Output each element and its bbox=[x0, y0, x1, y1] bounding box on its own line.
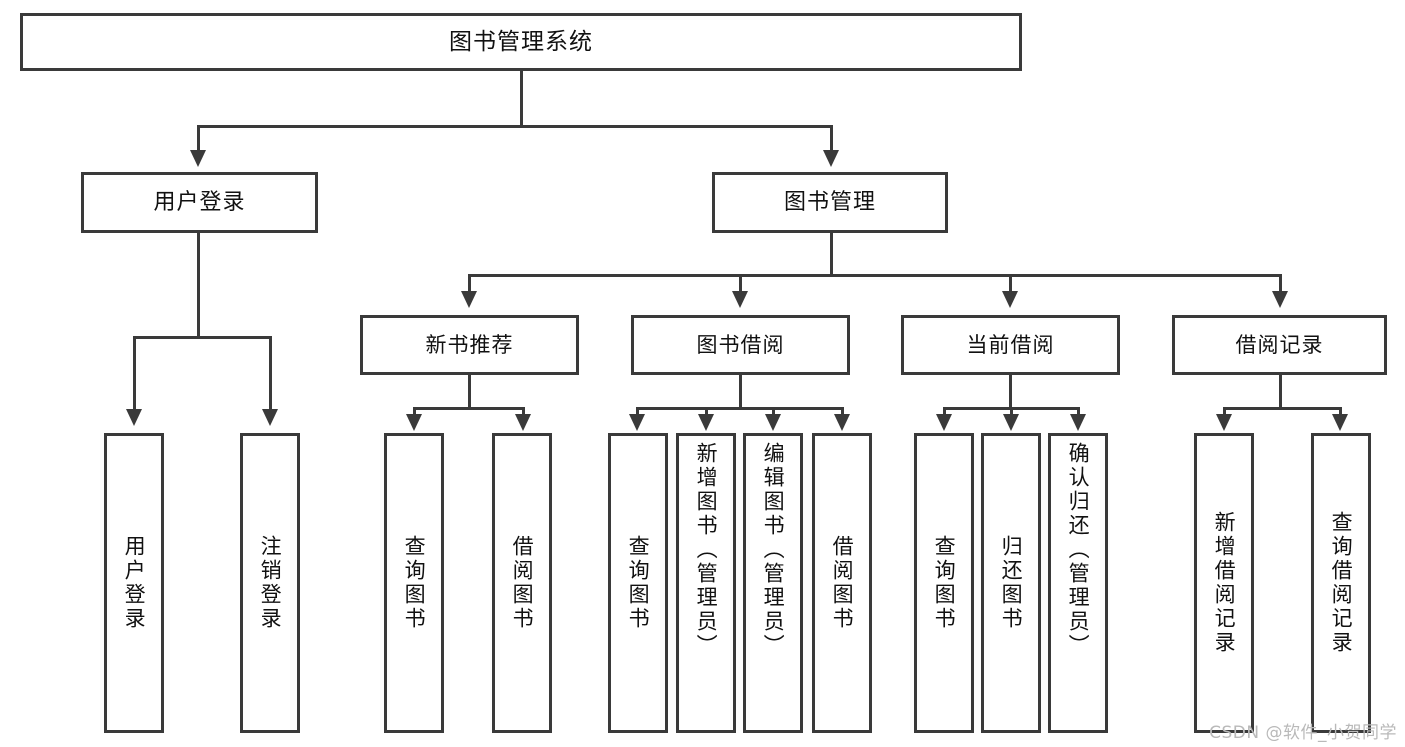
node-leaf-confirm-return-admin[interactable]: 确认归还（管理员） bbox=[1048, 433, 1108, 733]
connector-user-login-stem bbox=[197, 233, 200, 336]
connector-book-borrow-to-leaf3 bbox=[772, 407, 775, 419]
node-book-borrowing[interactable]: 图书借阅 bbox=[631, 315, 850, 375]
node-label: 用户登录 bbox=[122, 535, 147, 631]
node-leaf-query-book-new[interactable]: 查询图书 bbox=[384, 433, 444, 733]
connector-current-borrow-to-leaf2 bbox=[1010, 407, 1013, 419]
connector-current-borrow-to-leaf1 bbox=[943, 407, 946, 419]
node-book-management[interactable]: 图书管理 bbox=[712, 172, 948, 233]
node-label: 当前借阅 bbox=[966, 332, 1055, 357]
node-label: 归还图书 bbox=[999, 535, 1024, 631]
node-label: 借阅图书 bbox=[830, 535, 855, 631]
node-leaf-query-borrow-record[interactable]: 查询借阅记录 bbox=[1311, 433, 1371, 733]
node-borrowing-records[interactable]: 借阅记录 bbox=[1172, 315, 1387, 375]
connector-book-borrow-stem bbox=[739, 375, 742, 407]
arrow-new-book-to-leaf1 bbox=[406, 414, 422, 431]
arrow-borrow-record-to-leaf2 bbox=[1332, 414, 1348, 431]
connector-new-book-stem bbox=[468, 375, 471, 407]
node-label: 新书推荐 bbox=[425, 332, 514, 357]
connector-borrow-record-bus bbox=[1223, 407, 1342, 410]
node-label: 用户登录 bbox=[153, 189, 246, 215]
arrow-book-borrow-to-leaf1 bbox=[629, 414, 645, 431]
arrow-current-borrow-to-leaf2 bbox=[1003, 414, 1019, 431]
connector-new-book-to-leaf2 bbox=[522, 407, 525, 419]
csdn-watermark: CSDN @软件_小贺同学 bbox=[1209, 723, 1397, 743]
connector-root-to-user-login bbox=[197, 125, 200, 153]
node-leaf-add-book-admin[interactable]: 新增图书（管理员） bbox=[676, 433, 736, 733]
node-label: 新增图书（管理员） bbox=[694, 442, 719, 658]
node-user-login[interactable]: 用户登录 bbox=[81, 172, 318, 233]
connector-root-bus bbox=[197, 125, 833, 128]
connector-book-borrow-to-leaf1 bbox=[636, 407, 639, 419]
node-leaf-user-login[interactable]: 用户登录 bbox=[104, 433, 164, 733]
node-root-book-management-system[interactable]: 图书管理系统 bbox=[20, 13, 1022, 71]
connector-new-book-bus bbox=[413, 407, 525, 410]
arrow-new-book-to-leaf2 bbox=[515, 414, 531, 431]
node-label: 确认归还（管理员） bbox=[1066, 442, 1091, 658]
connector-borrow-record-to-leaf1 bbox=[1223, 407, 1226, 419]
node-current-borrowing[interactable]: 当前借阅 bbox=[901, 315, 1120, 375]
node-label: 借阅图书 bbox=[510, 535, 535, 631]
node-label: 图书管理系统 bbox=[449, 28, 593, 55]
connector-borrow-record-stem bbox=[1279, 375, 1282, 407]
arrow-book-manage-to-new-book bbox=[461, 291, 477, 308]
node-label: 图书借阅 bbox=[696, 332, 785, 357]
connector-current-borrow-to-leaf3 bbox=[1077, 407, 1080, 419]
node-label: 查询图书 bbox=[402, 535, 427, 631]
node-leaf-edit-book-admin[interactable]: 编辑图书（管理员） bbox=[743, 433, 803, 733]
node-label: 新增借阅记录 bbox=[1212, 511, 1237, 655]
node-leaf-borrow-book-new[interactable]: 借阅图书 bbox=[492, 433, 552, 733]
node-label: 注销登录 bbox=[258, 535, 283, 631]
node-leaf-query-book-borrow[interactable]: 查询图书 bbox=[608, 433, 668, 733]
node-label: 图书管理 bbox=[783, 189, 876, 215]
connector-root-stem bbox=[520, 71, 523, 125]
connector-user-login-to-leaf1 bbox=[133, 336, 136, 412]
node-label: 借阅记录 bbox=[1235, 332, 1324, 357]
connector-book-manage-to-book-borrow bbox=[739, 274, 742, 294]
connector-book-borrow-bus bbox=[636, 407, 844, 410]
connector-book-manage-to-borrow-record bbox=[1279, 274, 1282, 294]
connector-book-manage-bus bbox=[468, 274, 1280, 277]
connector-user-login-bus bbox=[133, 336, 269, 339]
node-leaf-logout[interactable]: 注销登录 bbox=[240, 433, 300, 733]
arrow-root-to-user-login bbox=[190, 150, 206, 167]
arrow-book-manage-to-borrow-record bbox=[1272, 291, 1288, 308]
arrow-book-manage-to-book-borrow bbox=[732, 291, 748, 308]
node-label: 编辑图书（管理员） bbox=[761, 442, 786, 658]
arrow-book-borrow-to-leaf3 bbox=[765, 414, 781, 431]
connector-book-manage-to-current-borrow bbox=[1009, 274, 1012, 294]
arrow-current-borrow-to-leaf3 bbox=[1070, 414, 1086, 431]
arrow-user-login-to-leaf2 bbox=[262, 409, 278, 426]
connector-borrow-record-to-leaf2 bbox=[1339, 407, 1342, 419]
connector-book-borrow-to-leaf4 bbox=[841, 407, 844, 419]
arrow-borrow-record-to-leaf1 bbox=[1216, 414, 1232, 431]
node-leaf-query-book-current[interactable]: 查询图书 bbox=[914, 433, 974, 733]
node-leaf-return-book[interactable]: 归还图书 bbox=[981, 433, 1041, 733]
connector-current-borrow-stem bbox=[1009, 375, 1012, 407]
connector-book-manage-stem bbox=[830, 233, 833, 274]
connector-user-login-to-leaf2 bbox=[269, 336, 272, 412]
node-label: 查询图书 bbox=[626, 535, 651, 631]
arrow-current-borrow-to-leaf1 bbox=[936, 414, 952, 431]
arrow-book-borrow-to-leaf4 bbox=[834, 414, 850, 431]
connector-book-borrow-to-leaf2 bbox=[705, 407, 708, 419]
connector-new-book-to-leaf1 bbox=[413, 407, 416, 419]
connector-book-manage-to-new-book bbox=[468, 274, 471, 294]
node-label: 查询借阅记录 bbox=[1329, 511, 1354, 655]
node-new-book-recommendation[interactable]: 新书推荐 bbox=[360, 315, 579, 375]
arrow-root-to-book-manage bbox=[823, 150, 839, 167]
connector-root-to-book-manage bbox=[830, 125, 833, 153]
arrow-book-borrow-to-leaf2 bbox=[698, 414, 714, 431]
arrow-user-login-to-leaf1 bbox=[126, 409, 142, 426]
arrow-book-manage-to-current-borrow bbox=[1002, 291, 1018, 308]
node-label: 查询图书 bbox=[932, 535, 957, 631]
node-leaf-borrow-book[interactable]: 借阅图书 bbox=[812, 433, 872, 733]
node-leaf-add-borrow-record[interactable]: 新增借阅记录 bbox=[1194, 433, 1254, 733]
